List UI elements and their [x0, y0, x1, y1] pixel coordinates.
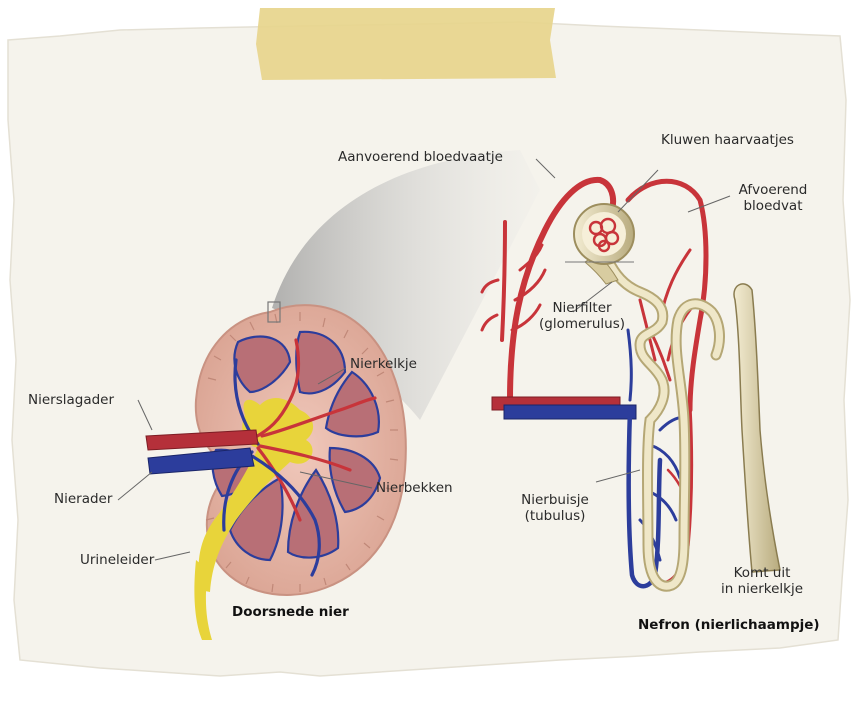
- label-urineleider: Urineleider: [80, 552, 154, 568]
- nephron-vein-bar: [504, 405, 636, 419]
- tape-strip: [256, 8, 556, 80]
- kidney-title: Doorsnede nier: [232, 604, 349, 620]
- label-nierfilter: Nierfilter (glomerulus): [532, 300, 632, 332]
- label-nierbekken: Nierbekken: [376, 480, 453, 496]
- label-nierfilter-line1: Nierfilter: [532, 300, 632, 316]
- nephron-title: Nefron (nierlichaampje): [638, 617, 820, 633]
- label-komt-uit-line1: Komt uit: [712, 565, 812, 581]
- label-nierbuisje: Nierbuisje (tubulus): [510, 492, 600, 524]
- label-kluwen-haarvaatjes: Kluwen haarvaatjes: [661, 132, 794, 148]
- label-nierbuisje-line2: (tubulus): [510, 508, 600, 524]
- label-komt-uit: Komt uit in nierkelkje: [712, 565, 812, 597]
- label-afvoerend-bloedvat: Afvoerend bloedvat: [733, 182, 813, 214]
- label-afvoerend-line1: Afvoerend: [733, 182, 813, 198]
- label-nierslagader: Nierslagader: [28, 392, 114, 408]
- label-afvoerend-line2: bloedvat: [733, 198, 813, 214]
- label-komt-uit-line2: in nierkelkje: [712, 581, 812, 597]
- label-aanvoerend-bloedvaatje: Aanvoerend bloedvaatje: [338, 149, 503, 165]
- label-nierkelkje: Nierkelkje: [350, 356, 417, 372]
- label-nierbuisje-line1: Nierbuisje: [510, 492, 600, 508]
- label-nierfilter-line2: (glomerulus): [532, 316, 632, 332]
- label-nierader: Nierader: [54, 491, 112, 507]
